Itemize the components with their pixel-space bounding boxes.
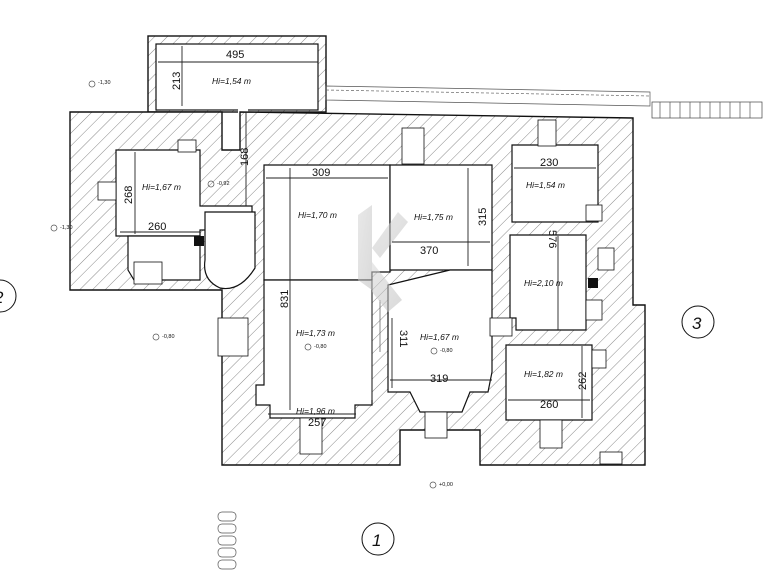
room-east-top bbox=[511, 144, 599, 223]
room-height-east-top: Hi=1,54 m bbox=[526, 180, 565, 190]
dim-315: 315 bbox=[477, 208, 489, 226]
room-height-south: Hi=1,96 m bbox=[296, 406, 335, 416]
dim-230: 230 bbox=[540, 157, 558, 169]
dim-268: 268 bbox=[123, 186, 135, 204]
room-height-east-mid: Hi=2,10 m bbox=[524, 278, 563, 288]
dim-831: 831 bbox=[279, 290, 291, 308]
svg-text:3: 3 bbox=[692, 314, 702, 333]
level-center: -0,80 bbox=[314, 344, 327, 350]
facade-marker-2: 2 bbox=[0, 279, 17, 313]
level-hall: -0,80 bbox=[440, 348, 453, 354]
room-hall bbox=[387, 269, 493, 413]
room-height-annex: Hi=1,54 m bbox=[212, 76, 251, 86]
dim-260-west: 260 bbox=[148, 221, 166, 233]
terrace-edge bbox=[325, 85, 763, 119]
dim-370: 370 bbox=[420, 245, 438, 257]
level-west: -1,30 bbox=[60, 225, 73, 231]
dim-319: 319 bbox=[430, 373, 448, 385]
room-height-south-east: Hi=1,82 m bbox=[524, 369, 563, 379]
room-round bbox=[203, 211, 256, 290]
level-outside: -0,80 bbox=[162, 334, 175, 340]
top-annex bbox=[147, 35, 327, 116]
main-building bbox=[69, 111, 646, 466]
room-height-north-east: Hi=1,75 m bbox=[414, 212, 453, 222]
room-height-center-north: Hi=1,70 m bbox=[298, 210, 337, 220]
level-west-room: -0,92 bbox=[217, 181, 230, 187]
stepping-stones bbox=[217, 511, 237, 570]
facade-marker-3: 3 bbox=[681, 305, 715, 339]
dim-213: 213 bbox=[171, 72, 183, 90]
dimension-lines bbox=[120, 46, 596, 418]
svg-text:1: 1 bbox=[372, 531, 381, 550]
svg-text:2: 2 bbox=[0, 288, 4, 307]
dim-168: 168 bbox=[239, 148, 251, 166]
dim-576: 576 bbox=[546, 230, 558, 248]
dim-260-east: 260 bbox=[540, 399, 558, 411]
facade-marker-1: 1 bbox=[361, 522, 395, 556]
dim-262: 262 bbox=[577, 372, 589, 390]
dim-257: 257 bbox=[308, 417, 326, 429]
watermark-logo bbox=[358, 205, 408, 312]
room-height-center: Hi=1,73 m bbox=[296, 328, 335, 338]
room-height-west: Hi=1,67 m bbox=[142, 182, 181, 192]
room-height-hall: Hi=1,67 m bbox=[420, 332, 459, 342]
dim-309: 309 bbox=[312, 167, 330, 179]
room-south-east bbox=[505, 344, 593, 421]
level-markers bbox=[50, 80, 438, 489]
dim-311: 311 bbox=[397, 330, 409, 348]
level-annex: -1,30 bbox=[98, 80, 111, 86]
dim-495: 495 bbox=[226, 49, 244, 61]
level-entrance: +0,00 bbox=[439, 482, 453, 488]
